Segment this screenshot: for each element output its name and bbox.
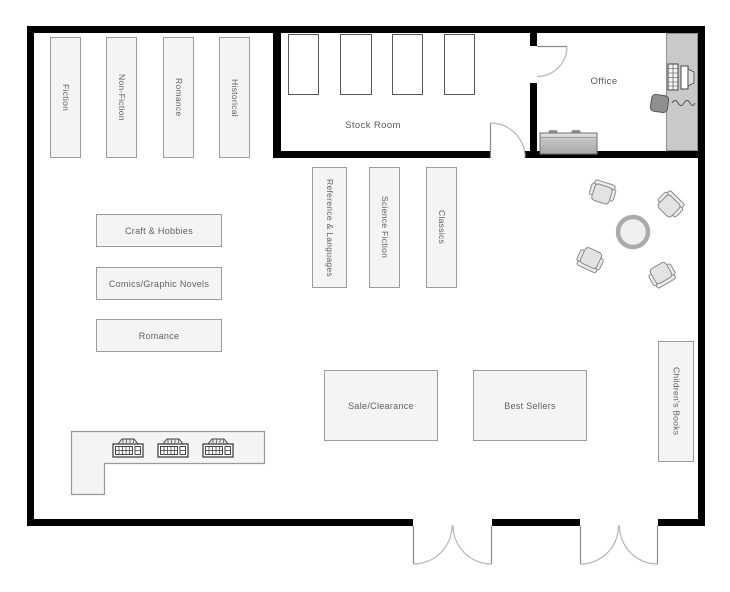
- shelf-comics-graphic-novels: Comics/Graphic Novels: [96, 267, 222, 300]
- stockroom-south-wall: [273, 151, 490, 158]
- shelf-romance-wall: Romance: [163, 37, 194, 158]
- office-west-wall: [530, 83, 537, 151]
- stockroom-west-wall: [273, 33, 281, 158]
- office-west-wall-stub: [530, 33, 537, 46]
- shelf-childrens-books: Children's Books: [658, 341, 694, 462]
- table-best-sellers: Best Sellers: [473, 370, 587, 441]
- entrance-opening-left: [413, 518, 492, 527]
- office-desk: [666, 33, 698, 151]
- entrance-double-door-right: [579, 525, 659, 565]
- shelf-romance-center: Romance: [96, 319, 222, 352]
- shelf-classics: Classics: [426, 167, 457, 288]
- outer-wall: [27, 26, 705, 526]
- table-sale-clearance: Sale/Clearance: [324, 370, 438, 441]
- shelf-science-fiction: Science Fiction: [369, 167, 400, 288]
- shelf-craft-hobbies: Craft & Hobbies: [96, 214, 222, 247]
- shelf-reference-languages: Reference & Languages: [312, 167, 347, 288]
- office-south-wall: [525, 151, 698, 158]
- entrance-double-door-left: [412, 525, 493, 565]
- stock-shelf: [392, 34, 423, 95]
- office-label: Office: [590, 76, 618, 87]
- shelf-non-fiction: Non-Fiction: [106, 37, 137, 158]
- stock-room-label: Stock Room: [345, 120, 401, 131]
- stock-shelf: [444, 34, 475, 95]
- stock-shelf: [340, 34, 372, 95]
- shelf-fiction: Fiction: [50, 37, 81, 158]
- entrance-opening-right: [580, 518, 658, 527]
- shelf-historical: Historical: [219, 37, 250, 158]
- stock-shelf: [288, 34, 319, 95]
